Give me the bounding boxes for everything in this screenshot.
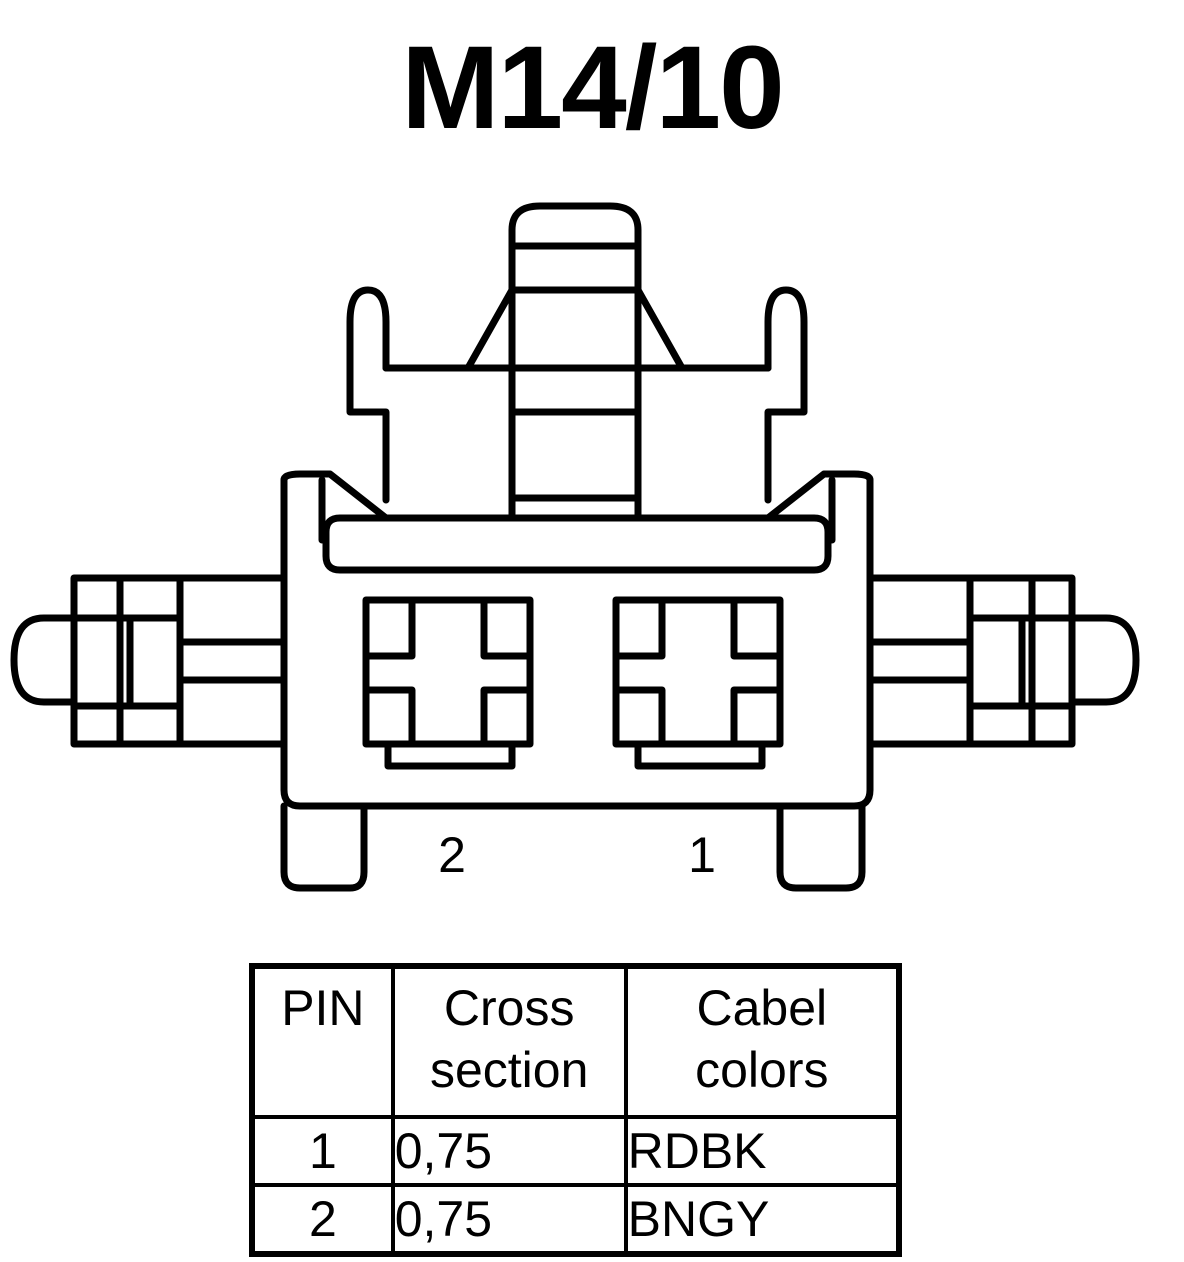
pin-2-terminal <box>362 596 534 770</box>
pin-number-cell: 2 <box>250 1183 395 1256</box>
pin-assignment-table: PIN Cross section Cabel colors 1 0,75 RD… <box>249 963 902 1257</box>
cable-color-cell: BNGY <box>623 1183 902 1256</box>
housing-body <box>280 470 874 810</box>
header-cross-section: Cross section <box>390 964 628 1119</box>
cross-section-cell: 0,75 <box>390 1115 628 1187</box>
header-pin: PIN <box>250 964 395 1119</box>
connector-title: M14/10 <box>401 22 785 154</box>
table-header-row: PIN Cross section Cabel colors <box>250 964 902 1119</box>
header-cable-colors: Cabel colors <box>623 964 902 1119</box>
table-row: 2 0,75 BNGY <box>250 1183 902 1256</box>
pin-number-cell: 1 <box>250 1115 395 1187</box>
pin-label-2: 2 <box>438 827 466 883</box>
header-color-line2: colors <box>695 1042 829 1098</box>
cross-section-cell: 0,75 <box>390 1183 628 1256</box>
connector-diagram: 2 1 <box>10 202 1140 892</box>
housing-feet <box>280 802 866 892</box>
table-row: 1 0,75 RDBK <box>250 1115 902 1187</box>
header-color-line1: Cabel <box>696 980 828 1036</box>
left-wire-clamp <box>10 574 288 748</box>
header-cross-line1: Cross <box>443 980 575 1036</box>
latch-tongue <box>464 202 686 522</box>
pin-label-1: 1 <box>688 827 716 883</box>
pin-1-terminal <box>612 596 784 770</box>
header-cross-line2: section <box>429 1042 589 1098</box>
right-wire-clamp <box>866 574 1140 748</box>
housing-top <box>346 286 808 504</box>
header-pin-text: PIN <box>281 980 365 1036</box>
cable-color-cell: RDBK <box>623 1115 902 1187</box>
